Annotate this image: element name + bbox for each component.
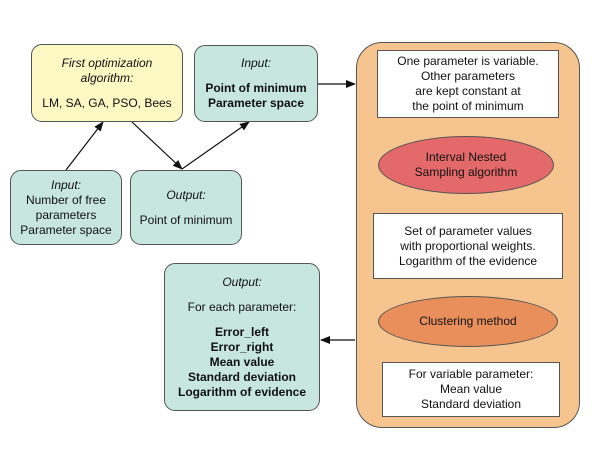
step5-line: Mean value	[439, 382, 503, 396]
step3-line: Set of parameter values	[404, 223, 532, 238]
input-point-title: Input:	[240, 56, 272, 70]
step2-line: Interval Nested	[425, 150, 507, 164]
input-params-box: Input: Number of free parameters Paramet…	[10, 170, 122, 245]
input-params-line-2: parameters	[35, 207, 97, 222]
step2-line: Sampling algorithm	[414, 165, 518, 179]
interval-nested-sampling-ellipse: Interval Nested Sampling algorithm	[378, 136, 554, 194]
input-params-line-1: Number of free	[25, 192, 107, 207]
output-point-box: Output: Point of minimum	[130, 170, 242, 245]
input-point-line-1: Point of minimum	[205, 81, 307, 95]
step4-text: Clustering method	[419, 314, 517, 328]
output-point-title: Output:	[166, 187, 206, 202]
input-params-title: Input:	[50, 177, 82, 192]
arrow-output-to-input-top	[181, 121, 250, 170]
first-algorithm-methods: LM, SA, GA, PSO, Bees	[42, 95, 172, 110]
step1-line: are kept constant at	[415, 84, 521, 98]
final-output-item: Error_left	[214, 324, 270, 339]
first-algorithm-title-line-1: First optimization	[61, 55, 153, 70]
step1-line: the point of minimum	[412, 99, 524, 113]
final-output-box: Output: For each parameter: Error_left E…	[164, 263, 320, 411]
final-output-title: Output:	[222, 274, 262, 289]
step5-line: Standard deviation	[420, 397, 522, 411]
step5-line: For variable parameter:	[408, 367, 534, 381]
first-optimization-algorithm-box: First optimization algorithm: LM, SA, GA…	[31, 44, 183, 122]
input-params-line-3: Parameter space	[20, 222, 112, 237]
step3-line: Logarithm of the evidence	[398, 253, 538, 268]
final-output-item: Mean value	[209, 354, 275, 369]
output-point-text: Point of minimum	[139, 212, 233, 227]
first-algorithm-title-line-2: algorithm:	[80, 70, 134, 85]
final-output-item: Standard deviation	[187, 369, 297, 384]
step3-line: with proportional weights.	[400, 238, 536, 253]
final-output-item: Logarithm of evidence	[177, 384, 307, 399]
step1-line: One parameter is variable.	[397, 54, 539, 68]
final-output-item: Error_right	[210, 339, 274, 354]
input-point-box: Input: Point of minimum Parameter space	[194, 45, 318, 122]
step-variable-parameter-result-box: For variable parameter: Mean value Stand…	[382, 362, 560, 417]
input-point-line-2: Parameter space	[207, 96, 305, 110]
arrow-first-algorithm-to-output	[131, 121, 183, 170]
step1-line: Other parameters	[420, 69, 516, 83]
step-parameter-values-box: Set of parameter values with proportiona…	[373, 213, 563, 279]
final-output-intro: For each parameter:	[187, 299, 297, 314]
clustering-method-ellipse: Clustering method	[378, 296, 558, 347]
step-variable-parameter-box: One parameter is variable. Other paramet…	[377, 50, 559, 118]
arrow-input-to-first-algorithm	[65, 121, 104, 171]
